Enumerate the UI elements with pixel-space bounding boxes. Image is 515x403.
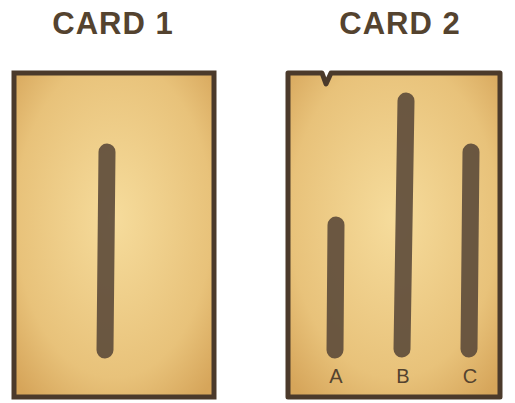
card-face [288,73,500,397]
card: CARD 1 [8,0,220,401]
card-title: CARD 1 [52,6,173,42]
line-label: A [329,365,342,388]
comparison-line [335,225,336,350]
card-face [14,73,214,397]
comparison-line [402,101,406,349]
card-title: CARD 2 [339,6,460,42]
comparison-line [469,152,471,349]
line-label: C [463,365,477,388]
card: CARD 2 A B C [284,0,504,401]
line-label: B [396,365,409,388]
reference-line [105,152,107,350]
